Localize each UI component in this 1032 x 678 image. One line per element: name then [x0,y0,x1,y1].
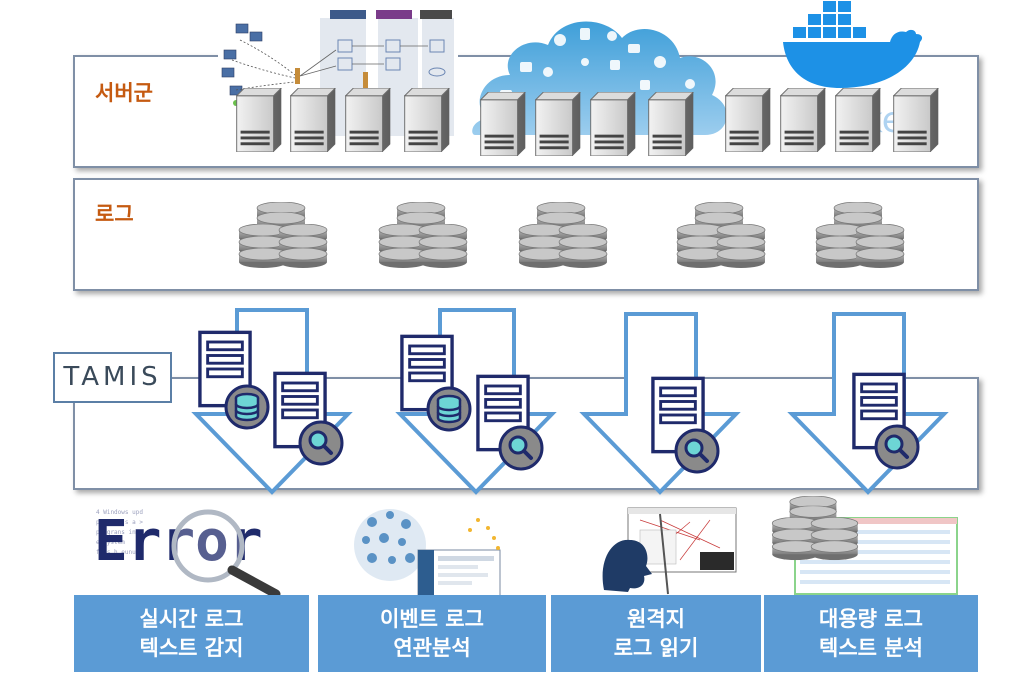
feature-line2: 텍스트 감지 [139,635,244,660]
svg-text:prosoft s a >: prosoft s a > [96,519,143,526]
server-icon [345,88,391,152]
feature-realtime-text-detection: 실시간 로그 텍스트 감지 [74,595,309,672]
feature-line2: 연관분석 [393,635,471,660]
remote-log-illustration [602,507,737,595]
database-stack-icon [519,202,607,268]
server-icon [725,88,771,152]
svg-text:4 Windows upd: 4 Windows upd [96,509,143,516]
bulk-log-illustration [772,496,958,595]
database-circle-icon [426,386,472,432]
server-icon [535,92,581,156]
tamis-logo-text: TAMIS [63,362,162,392]
magnifier-circle-icon [298,420,344,466]
server-icon [590,92,636,156]
server-icon [404,88,450,152]
server-icon [648,92,694,156]
database-stack-icon [772,496,857,560]
tamis-logo: TAMIS [53,352,172,403]
server-icon [893,88,939,152]
feature-line1: 이벤트 로그 [380,607,484,632]
database-stack-icon [816,202,904,268]
feature-line1: 원격지 [627,607,685,632]
feature-event-correlation: 이벤트 로그 연관분석 [318,595,546,672]
feature-line2: 로그 읽기 [613,635,699,660]
log-label: 로그 [95,202,134,226]
feature-line2: 텍스트 분석 [819,635,923,660]
magnifier-circle-icon [498,425,544,471]
database-stack-icon [677,202,765,268]
server-icon [835,88,881,152]
database-circle-icon [224,384,270,430]
feature-remote-log-reading: 원격지 로그 읽기 [551,595,761,672]
feature-line1: 대용량 로그 [819,607,923,632]
log-database-icons [239,202,904,268]
magnifier-circle-icon [874,424,920,470]
svg-text:prograns int: prograns int [96,529,140,536]
svg-text:e system: e system [96,539,125,546]
feature-line1: 실시간 로그 [139,607,244,632]
magnifier-circle-icon [674,428,720,474]
event-correlation-illustration [354,509,501,597]
server-icon [480,92,526,156]
error-detection-illustration: 4 Windows upd prosoft s a > prograns int… [94,506,281,599]
server-icon [236,88,282,152]
svg-text:ff s h eunun: ff s h eunun [96,549,140,556]
database-stack-icon [379,202,467,268]
server-icon [290,88,336,152]
database-stack-icon [239,202,327,268]
server-icon [780,88,826,152]
feature-bulk-text-analysis: 대용량 로그 텍스트 분석 [764,595,978,672]
server-group-label: 서버군 [95,81,153,105]
